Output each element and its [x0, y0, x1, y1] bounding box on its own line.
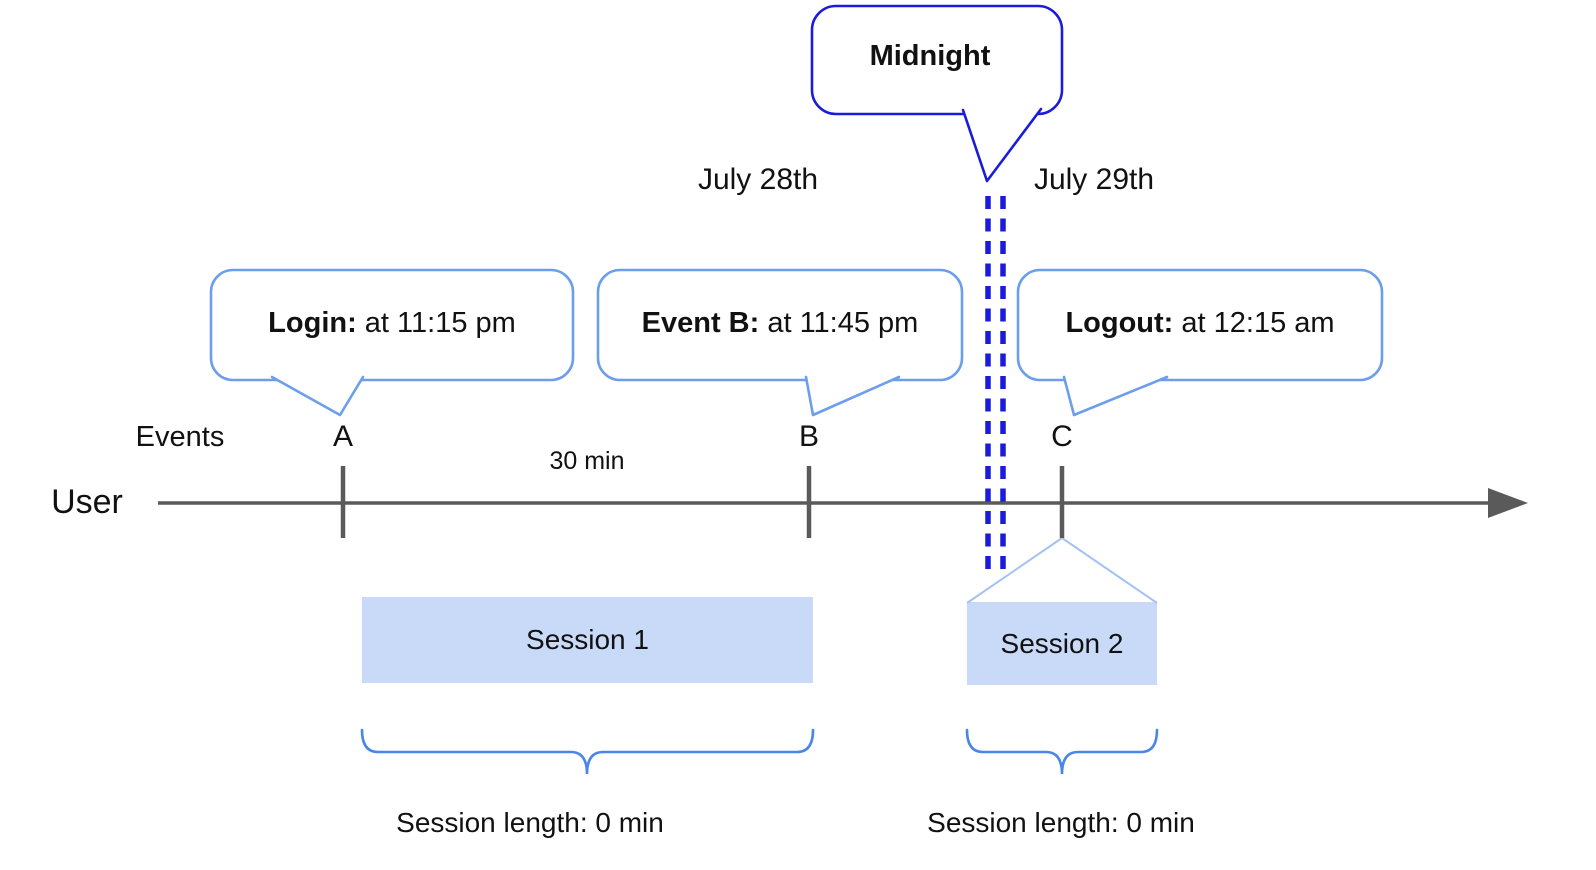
session2-funnel-right: [1061, 537, 1158, 604]
login-callout-bubble: [209, 268, 575, 382]
interval-30min-label: 30 min: [549, 447, 625, 475]
logout-callout-tail: [1062, 375, 1169, 417]
eventb-callout-title: Event B:: [641, 307, 760, 339]
event-marker-c: C: [1051, 420, 1073, 453]
eventb-callout-text: Event B: at 11:45 pm: [598, 307, 962, 340]
logout-callout-bubble: [1016, 268, 1384, 382]
date-july29-label: July 29th: [1033, 163, 1155, 196]
midnight-label: Midnight: [869, 40, 991, 72]
date-july28-label: July 28th: [697, 163, 819, 196]
session1-length-label: Session length: 0 min: [396, 807, 664, 838]
login-callout-title: Login:: [268, 307, 357, 339]
session1-brace: [360, 728, 815, 775]
eventb-callout-tail: [804, 375, 901, 417]
events-axis-label: Events: [135, 421, 225, 453]
logout-callout-text: Logout: at 12:15 am: [1018, 307, 1382, 340]
midnight-callout-tail: [961, 107, 1043, 183]
session1-box: [362, 597, 813, 683]
midnight-callout-bubble: [810, 4, 1064, 116]
eventb-callout-detail: at 11:45 pm: [759, 307, 919, 339]
session2-box: [967, 602, 1157, 685]
event-marker-a: A: [332, 420, 353, 453]
logout-callout-detail: at 12:15 am: [1173, 307, 1335, 339]
login-callout-detail: at 11:15 pm: [356, 307, 516, 339]
session2-funnel-left: [966, 537, 1063, 604]
user-lane-label: User: [51, 483, 123, 521]
session2-brace: [965, 728, 1159, 775]
logout-callout-title: Logout:: [1065, 307, 1174, 339]
eventb-callout-bubble: [596, 268, 964, 382]
session2-length-label: Session length: 0 min: [927, 807, 1195, 838]
session2-label: Session 2: [1000, 627, 1124, 659]
event-marker-b: B: [798, 420, 819, 453]
login-callout-tail: [270, 375, 365, 417]
session1-label: Session 1: [526, 624, 649, 655]
timeline-arrowhead: [1488, 488, 1528, 518]
login-callout-text: Login: at 11:15 pm: [211, 307, 573, 340]
